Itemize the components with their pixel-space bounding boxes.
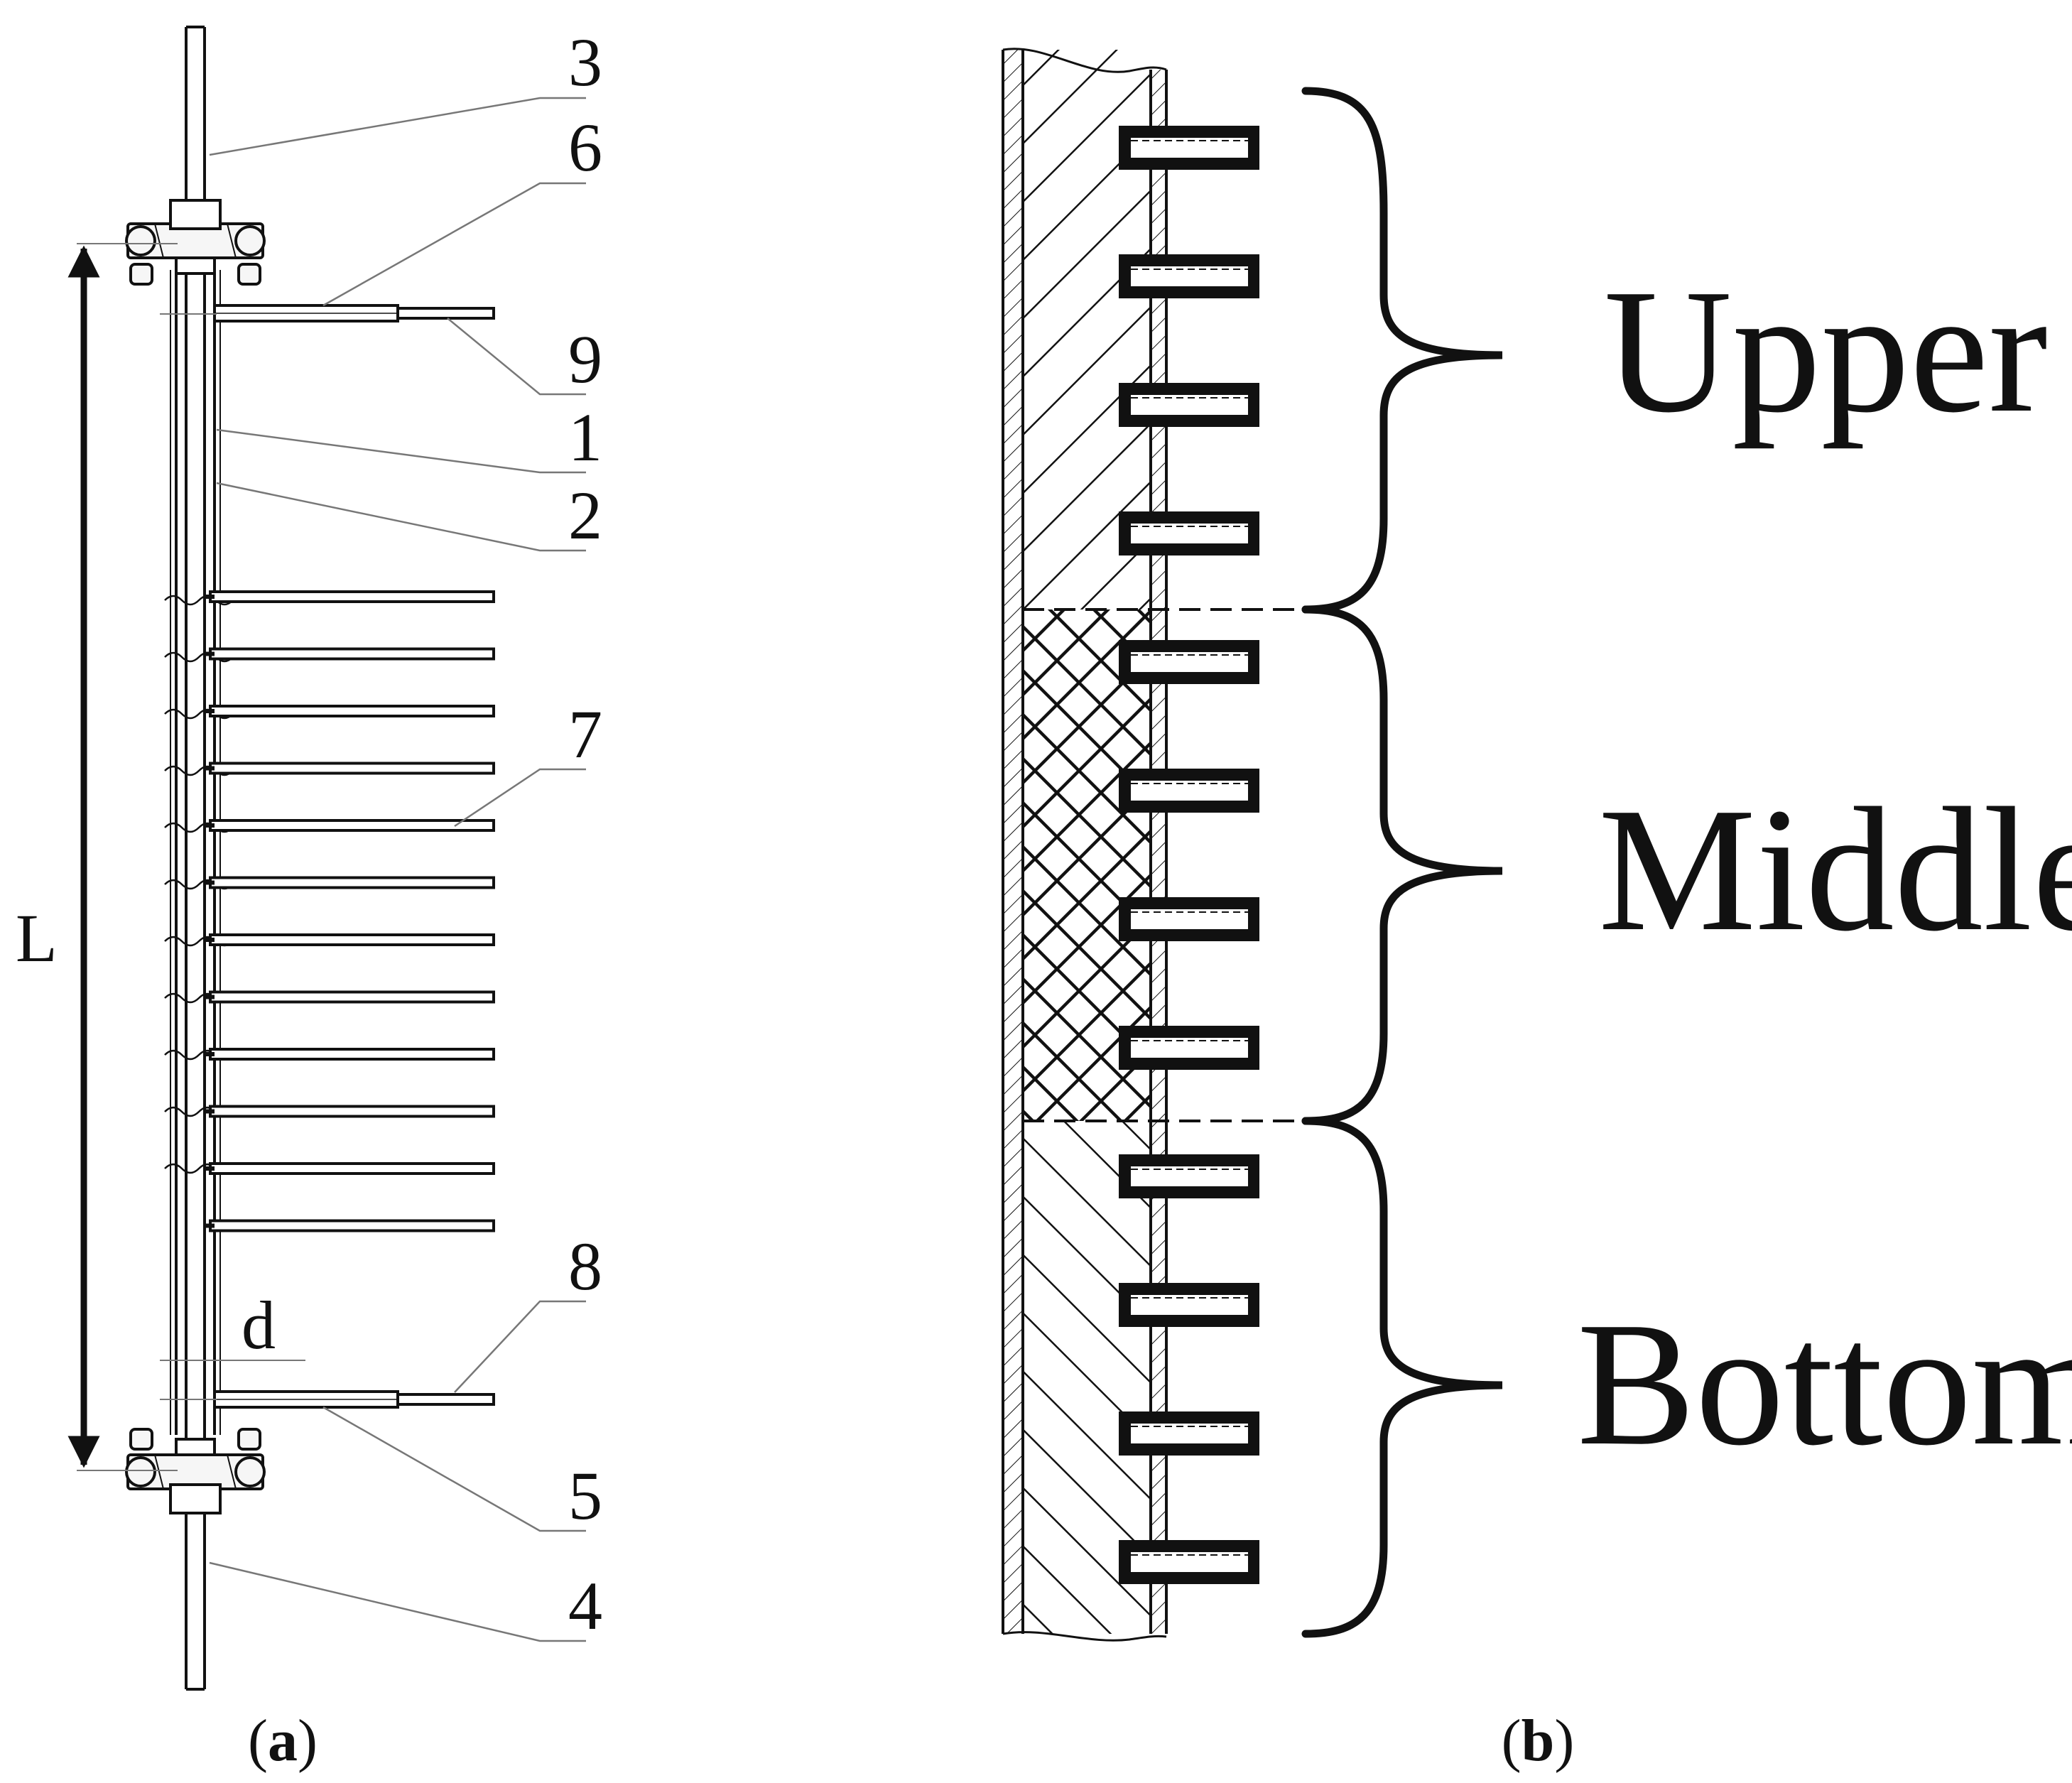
diameter-label: d bbox=[242, 1287, 276, 1363]
top-flange bbox=[125, 199, 266, 286]
section-pin bbox=[1119, 769, 1259, 813]
upper-brace bbox=[1301, 87, 1503, 614]
region-label-upper: Upper bbox=[1604, 253, 2048, 450]
section-pin bbox=[1119, 1154, 1259, 1198]
middle-pin bbox=[206, 1048, 495, 1061]
electrode-tube bbox=[170, 270, 221, 1435]
callout-8: 8 bbox=[568, 1228, 602, 1304]
central-shaft bbox=[185, 26, 206, 1691]
section-pin bbox=[1119, 1283, 1259, 1327]
middle-pin bbox=[206, 1219, 495, 1232]
middle-pin bbox=[206, 933, 495, 946]
middle-pin bbox=[206, 990, 495, 1004]
left-wall bbox=[1002, 50, 1024, 1634]
section-pin bbox=[1119, 1026, 1259, 1070]
bottom-flange bbox=[125, 1428, 266, 1514]
callout-2: 2 bbox=[568, 477, 602, 553]
section-pin bbox=[1119, 511, 1259, 556]
callout-4: 4 bbox=[568, 1568, 602, 1644]
section-pin bbox=[1119, 897, 1259, 941]
middle-pin bbox=[206, 647, 495, 661]
callout-9: 9 bbox=[568, 321, 602, 397]
right-wall bbox=[1149, 70, 1168, 1634]
panel-b-section-view: Upper Middle Bottom (b) bbox=[1002, 48, 2072, 1774]
middle-pin bbox=[206, 1162, 495, 1175]
section-pin bbox=[1119, 1540, 1259, 1584]
section-pin bbox=[1119, 254, 1259, 298]
region-braces bbox=[1301, 87, 1503, 1638]
region-label-bottom: Bottom bbox=[1577, 1286, 2072, 1483]
region-label-middle: Middle bbox=[1598, 771, 2072, 968]
callout-7: 7 bbox=[568, 696, 602, 772]
section-pin bbox=[1119, 640, 1259, 684]
caption-a: (a) bbox=[248, 1708, 318, 1774]
bottom-end-pin bbox=[213, 1390, 495, 1409]
panel-a-assembly-drawing: 3 6 9 1 2 7 8 5 4 L d (a) bbox=[16, 24, 602, 1774]
section-pin bbox=[1119, 126, 1259, 170]
section-pin-array bbox=[1119, 126, 1259, 1584]
callout-3: 3 bbox=[568, 24, 602, 100]
callout-6: 6 bbox=[568, 109, 602, 185]
caption-b: (b) bbox=[1502, 1708, 1575, 1774]
top-end-pin bbox=[213, 304, 495, 323]
middle-pin-array bbox=[206, 590, 495, 1232]
section-pin bbox=[1119, 383, 1259, 427]
middle-pin bbox=[206, 590, 495, 603]
bottom-brace bbox=[1301, 1117, 1503, 1638]
middle-pin bbox=[206, 705, 495, 717]
middle-pin bbox=[206, 762, 495, 775]
top-break-edge bbox=[1002, 48, 1167, 73]
callout-5: 5 bbox=[568, 1458, 602, 1534]
length-label: L bbox=[16, 900, 58, 976]
leader-lines bbox=[209, 97, 586, 1642]
middle-pin bbox=[206, 1105, 495, 1118]
section-pin bbox=[1119, 1411, 1259, 1456]
callout-1: 1 bbox=[568, 399, 602, 475]
middle-brace bbox=[1301, 605, 1503, 1125]
middle-pin bbox=[206, 876, 495, 889]
bottom-break-edge bbox=[1002, 1631, 1167, 1642]
middle-pin bbox=[206, 819, 495, 832]
dimension-lines bbox=[77, 243, 305, 1471]
